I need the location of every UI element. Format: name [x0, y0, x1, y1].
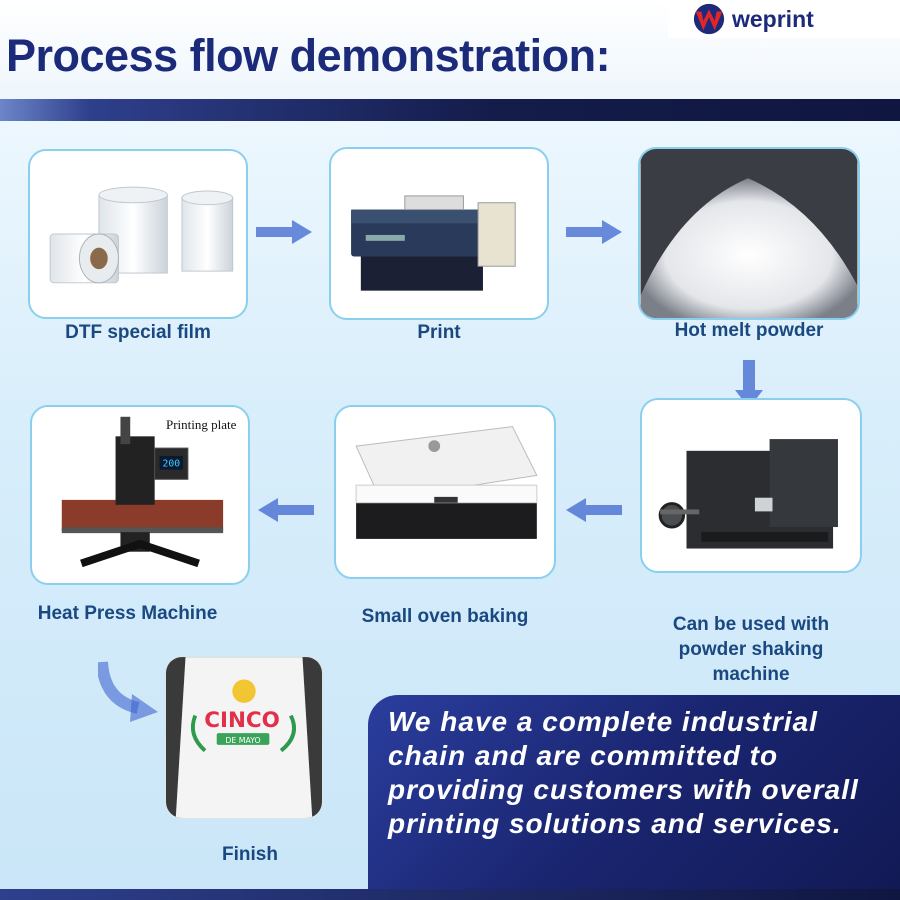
step-label-oven: Small oven baking	[361, 606, 529, 627]
curved-arrow-icon	[98, 661, 158, 722]
logo-text: weprint	[732, 5, 814, 32]
printing-plate-annotation: Printing plate	[166, 417, 237, 432]
step-card-film	[28, 149, 248, 319]
step-label-finish: Finish	[222, 844, 278, 865]
step-card-shaker	[640, 398, 862, 573]
step-card-print	[329, 147, 549, 320]
step-card-finish: CINCO DE MAYO	[164, 655, 324, 820]
powder-image	[640, 149, 858, 318]
title-underline-bar	[0, 99, 900, 121]
arrow-right-icon	[566, 220, 622, 244]
arrow-right-icon	[256, 220, 312, 244]
arrow-down-icon	[735, 360, 763, 408]
oven-image	[355, 426, 538, 539]
step-label-film: DTF special film	[65, 322, 211, 343]
step-card-powder	[638, 147, 860, 320]
step-card-oven	[334, 405, 556, 579]
step-label-press: Heat Press Machine	[37, 603, 218, 624]
film-rolls-image	[49, 186, 234, 284]
step-label-powder: Hot melt powder	[674, 320, 824, 341]
brand-logo: weprint	[668, 0, 900, 38]
page-title: Process flow demonstration:	[6, 30, 611, 81]
arrow-left-icon	[258, 498, 314, 522]
summary-banner-text: We have a complete industrial chain and …	[388, 706, 859, 839]
bottom-bar	[0, 889, 900, 900]
shirt-text-cinco: CINCO	[204, 708, 280, 733]
shirt-text-de-mayo: DE MAYO	[225, 736, 260, 745]
summary-banner	[368, 695, 900, 889]
powder-shaker-image	[658, 439, 838, 549]
heat-press-image: 200	[61, 416, 224, 568]
step-label-shaker: Can be used with powder shaking machine	[672, 614, 830, 685]
weprint-logo-icon	[693, 3, 725, 35]
press-display-value: 200	[162, 459, 180, 470]
step-label-print: Print	[417, 322, 461, 343]
tshirt-image: CINCO DE MAYO	[166, 657, 322, 818]
step-card-press: 200	[30, 405, 250, 585]
printer-image	[351, 195, 516, 291]
arrow-left-icon	[566, 498, 622, 522]
